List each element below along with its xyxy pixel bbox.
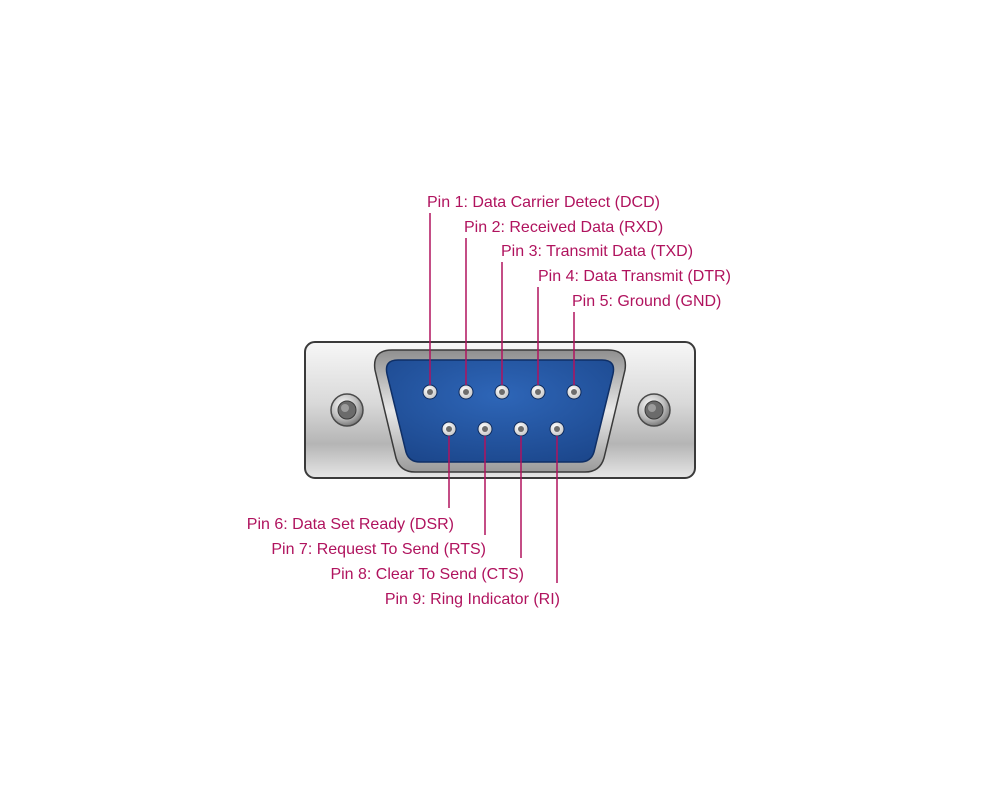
pin-8-label: Pin 8: Clear To Send (CTS) xyxy=(330,566,524,583)
pin-5-label: Pin 5: Ground (GND) xyxy=(572,293,721,310)
pin-3-contact xyxy=(499,389,505,395)
pin-1-contact xyxy=(427,389,433,395)
db9-male-connector-icon xyxy=(304,341,696,479)
pin-2-label: Pin 2: Received Data (RXD) xyxy=(464,219,663,236)
pin-4-label: Pin 4: Data Transmit (DTR) xyxy=(538,268,731,285)
pin-9-label: Pin 9: Ring Indicator (RI) xyxy=(385,591,560,608)
pin-6-contact xyxy=(446,426,452,432)
left-screw-hole-icon xyxy=(330,393,364,427)
connector-insert xyxy=(385,359,615,463)
pin-1-label: Pin 1: Data Carrier Detect (DCD) xyxy=(427,194,660,211)
pin-8-contact xyxy=(518,426,524,432)
pin-9-contact xyxy=(554,426,560,432)
pin-2-contact xyxy=(463,389,469,395)
leader-lines xyxy=(429,213,575,583)
right-screw-hole-icon xyxy=(637,393,671,427)
pin-4-contact xyxy=(535,389,541,395)
pin-7-label: Pin 7: Request To Send (RTS) xyxy=(271,541,486,558)
pin-labels: Pin 1: Data Carrier Detect (DCD) Pin 2: … xyxy=(247,194,731,608)
pin-5-contact xyxy=(571,389,577,395)
pin-7-contact xyxy=(482,426,488,432)
pin-3-label: Pin 3: Transmit Data (TXD) xyxy=(501,243,693,260)
pin-6-label: Pin 6: Data Set Ready (DSR) xyxy=(247,516,454,533)
